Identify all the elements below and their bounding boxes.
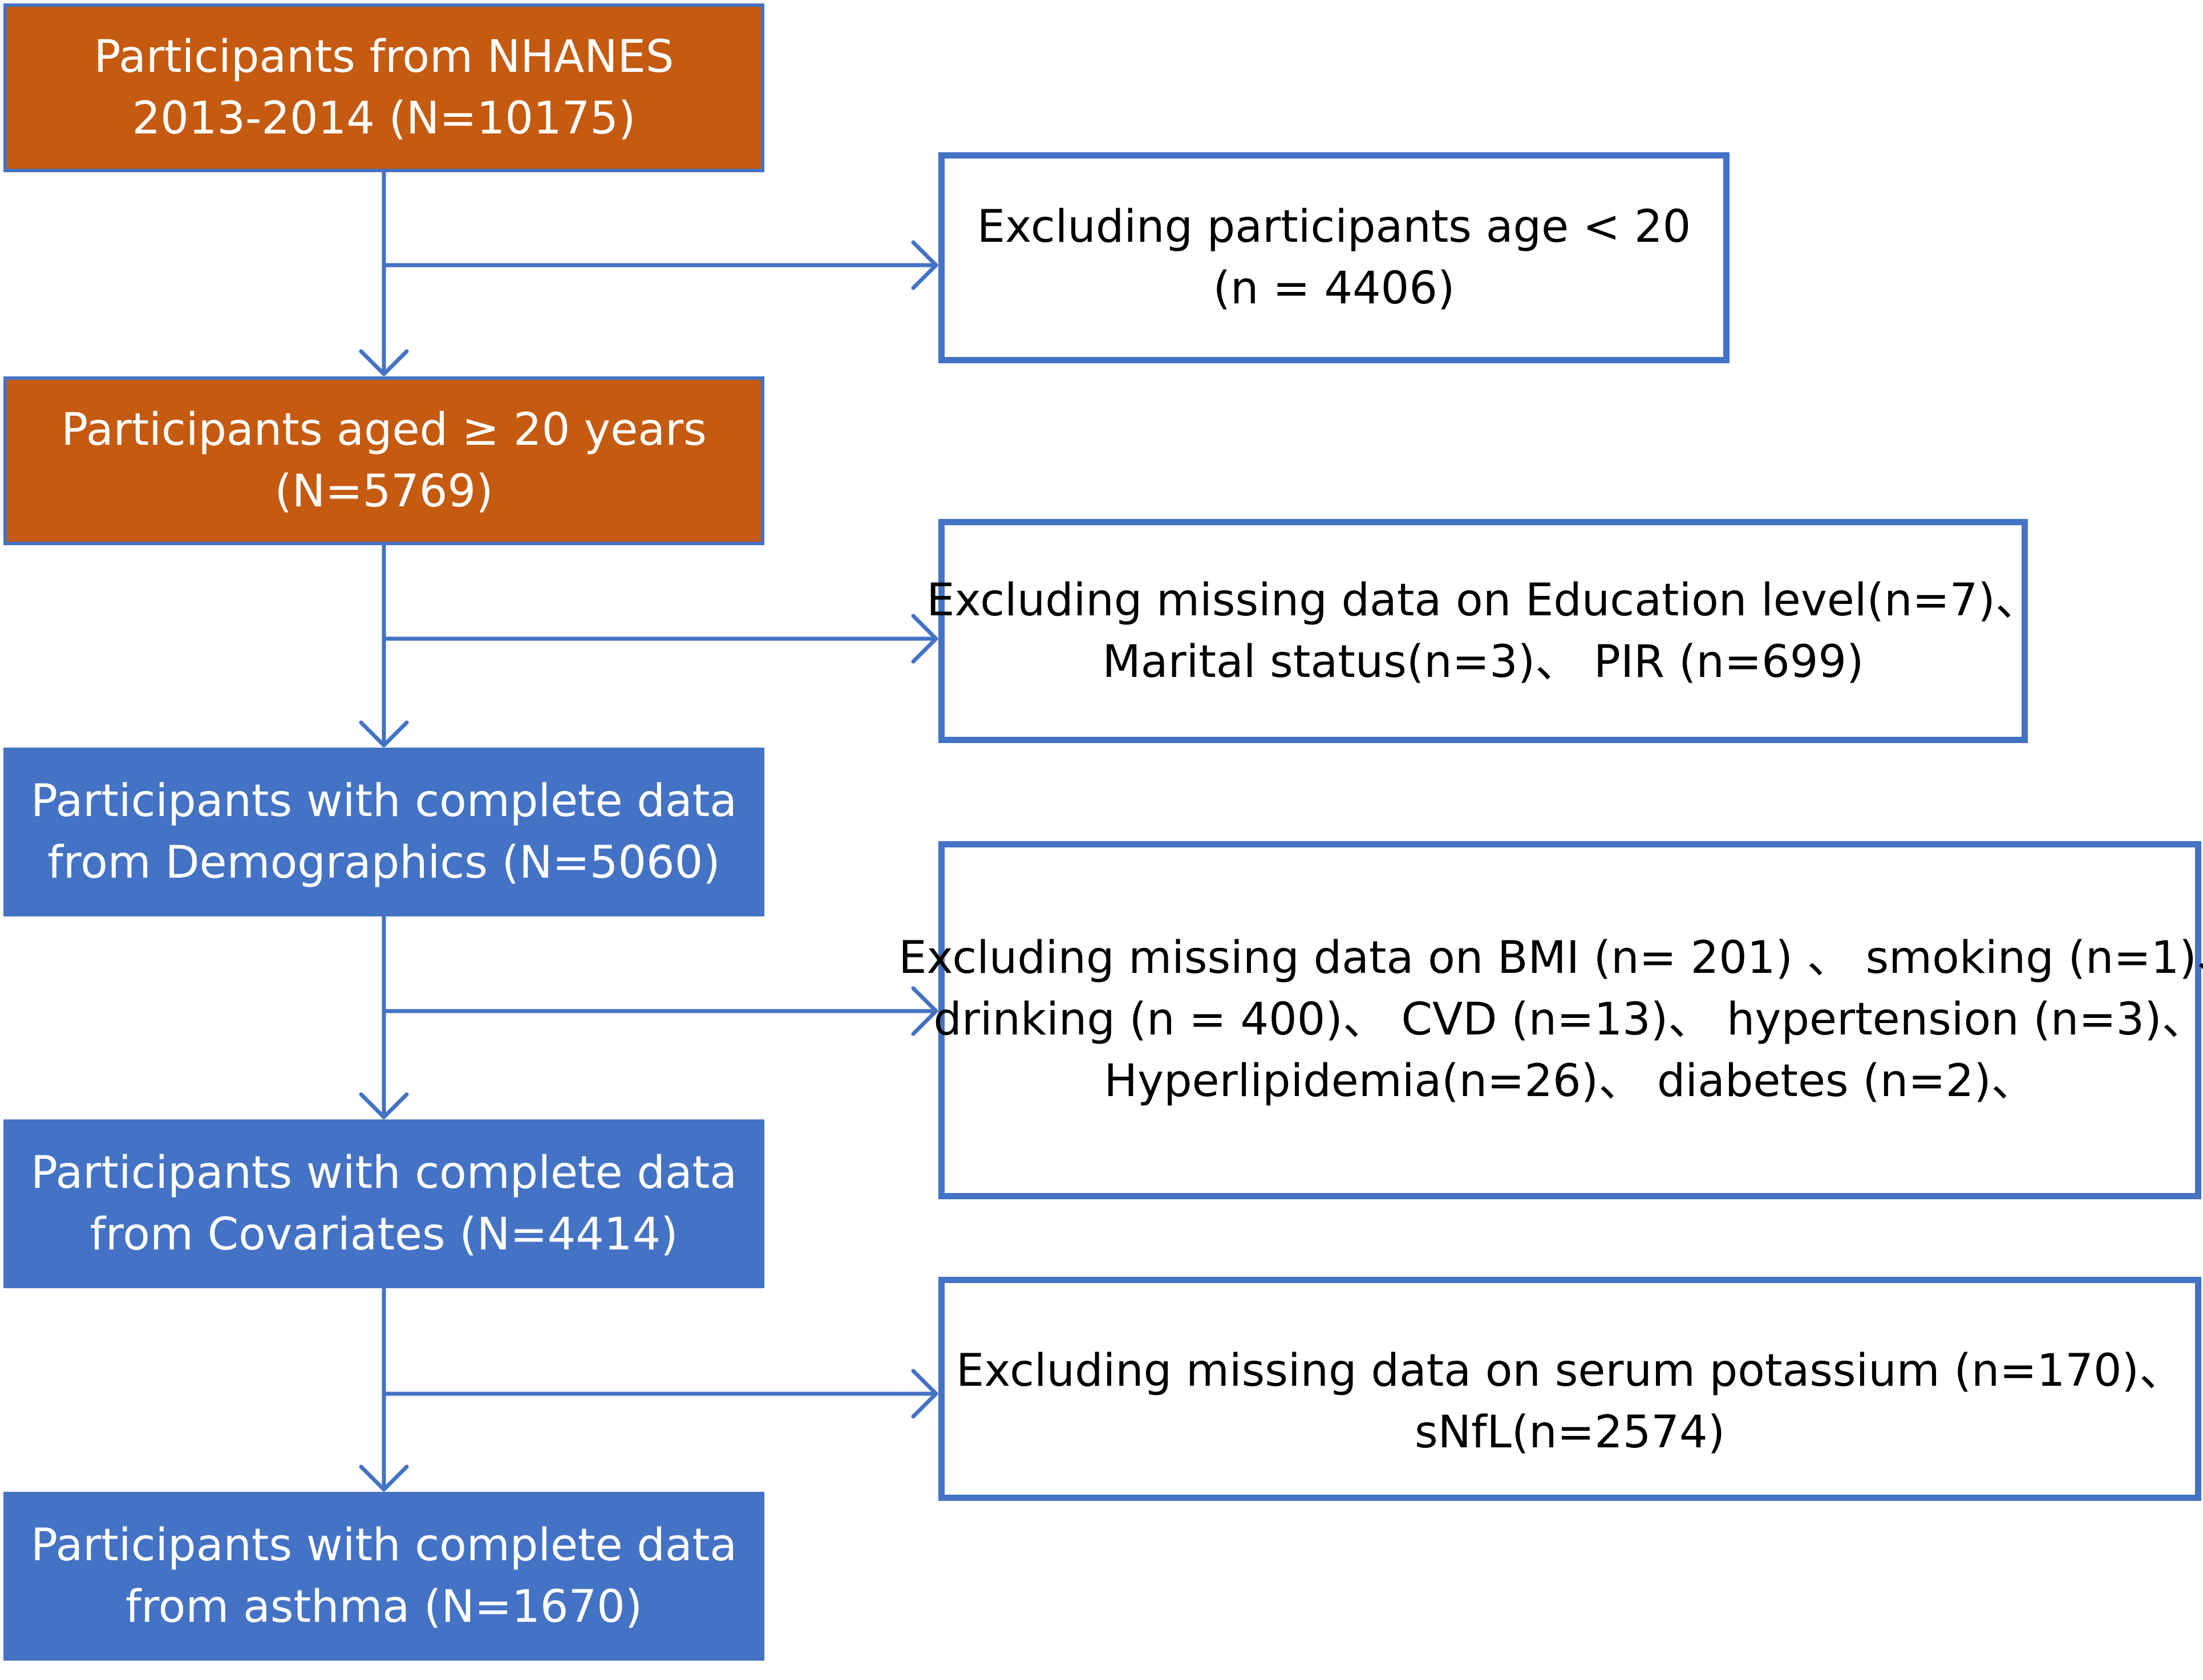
exclusion-box-line: Excluding participants age < 20 [977, 201, 1691, 253]
exclusion-box-serum: Excluding missing data on serum potassiu… [938, 1277, 2201, 1501]
exclusion-box-demographics: Excluding missing data on Education leve… [926, 519, 2040, 743]
main-box-line: Participants with complete data [30, 1147, 738, 1199]
main-box-line: Participants from NHANES [94, 31, 674, 83]
down-arrow-head [359, 1092, 409, 1119]
main-box-covariates: Participants with complete data from Cov… [3, 1119, 764, 1288]
down-arrow-head [359, 720, 409, 748]
exclusion-box-line: drinking (n = 400)、 CVD (n=13)、 hyperten… [933, 994, 2203, 1045]
exclusion-box-line: (n = 4406) [1213, 263, 1455, 314]
main-box-line: Participants with complete data [30, 776, 738, 827]
main-box-line: from Demographics (N=5060) [47, 837, 720, 888]
main-box-line: from Covariates (N=4414) [90, 1209, 678, 1260]
main-box-asthma: Participants with complete data from ast… [3, 1492, 764, 1661]
right-arrow-head [911, 240, 938, 290]
down-arrow-head [359, 1464, 409, 1492]
main-box-line: Participants with complete data [30, 1520, 738, 1571]
exclusion-box-line: Excluding missing data on Education leve… [926, 574, 2040, 626]
main-box-nhanes-participants: Participants from NHANES 2013-2014 (N=10… [3, 3, 764, 172]
right-arrow-head [911, 986, 938, 1036]
main-box-line: from asthma (N=1670) [125, 1581, 643, 1633]
main-box-aged-20-plus: Participants aged ≥ 20 years (N=5769) [3, 376, 764, 545]
main-box-line: (N=5769) [274, 466, 493, 517]
right-arrow-head [911, 614, 938, 664]
down-arrow-head [359, 349, 409, 376]
exclusion-box-line: Hyperlipidemia(n=26)、 diabetes (n=2)、 [1104, 1056, 2036, 1107]
main-box-line: 2013-2014 (N=10175) [132, 93, 636, 144]
exclusion-box-line: Marital status(n=3)、 PIR (n=699) [1102, 636, 1864, 688]
right-arrow-head [911, 1369, 938, 1419]
exclusion-box-line: Excluding missing data on BMI (n= 201) 、… [898, 932, 2203, 984]
exclusion-box-line: Excluding missing data on serum potassiu… [956, 1345, 2184, 1397]
main-box-line: Participants aged ≥ 20 years [61, 404, 707, 456]
exclusion-box-covariates: Excluding missing data on BMI (n= 201) 、… [898, 841, 2203, 1199]
exclusion-box-age: Excluding participants age < 20 (n = 440… [938, 152, 1730, 363]
exclusion-box-line: sNfL(n=2574) [1414, 1407, 1726, 1458]
main-box-demographics: Participants with complete data from Dem… [3, 748, 764, 916]
